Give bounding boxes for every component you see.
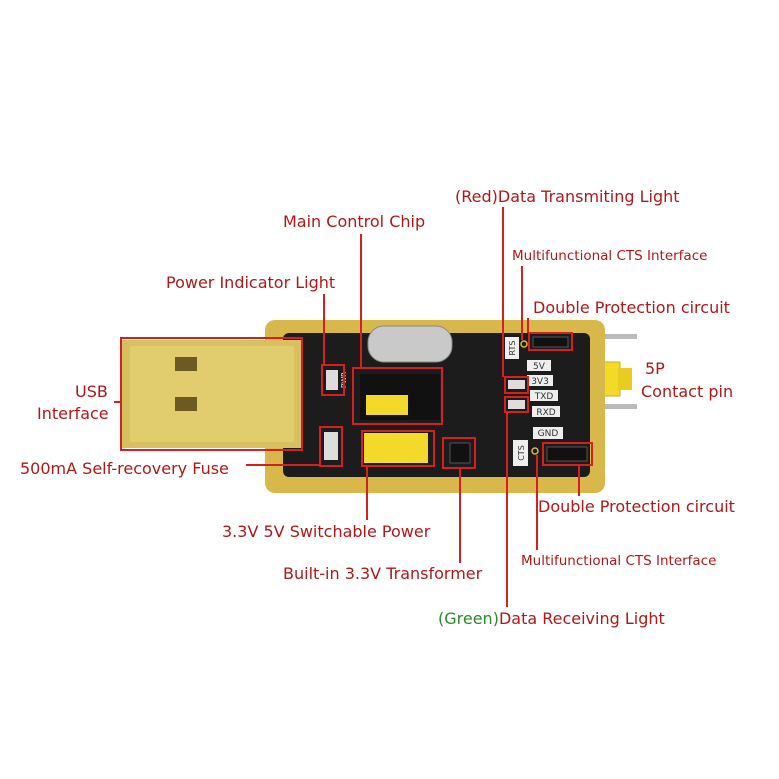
label-power-light: Power Indicator Light	[166, 273, 336, 292]
label-tx-light: (Red)Data Transmiting Light	[455, 188, 680, 206]
crystal	[367, 325, 453, 363]
pin-label-3v3: 3V3	[531, 377, 549, 387]
label-contact-pin: Contact pin	[641, 382, 734, 401]
pin-label-rts: RTS	[508, 341, 517, 356]
label-tx-prefix: (Red)	[455, 187, 498, 206]
label-rx-text: Data Receiving Light	[498, 609, 665, 628]
pin-label-gnd: GND	[538, 429, 559, 439]
pin-label-cts: CTS	[517, 445, 526, 461]
label-fuse: 500mA Self-recovery Fuse	[20, 459, 229, 478]
label-tx-text: Data Transmiting Light	[497, 187, 680, 206]
label-protection-bottom: Double Protection circuit	[538, 497, 735, 516]
label-rx-prefix: (Green)	[438, 609, 499, 628]
label-transformer: Built-in 3.3V Transformer	[283, 564, 483, 583]
pin-label-5v: 5V	[533, 362, 546, 372]
label-switchable-power: 3.3V 5V Switchable Power	[222, 522, 431, 541]
pin-label-rxd: RXD	[536, 408, 555, 418]
jumper-header	[364, 433, 428, 463]
pin-label-txd: TXD	[534, 392, 554, 402]
label-rx-light: (Green)Data Receiving Light	[438, 610, 665, 628]
label-cts-top: Multifunctional CTS Interface	[512, 248, 708, 264]
leader-lines	[114, 207, 593, 607]
label-interface: Interface	[37, 404, 109, 423]
label-usb: USB	[75, 382, 108, 401]
label-5p: 5P	[645, 359, 665, 378]
label-protection-top: Double Protection circuit	[533, 298, 730, 317]
label-cts-bottom: Multifunctional CTS Interface	[521, 553, 717, 569]
label-main-chip: Main Control Chip	[283, 212, 426, 231]
